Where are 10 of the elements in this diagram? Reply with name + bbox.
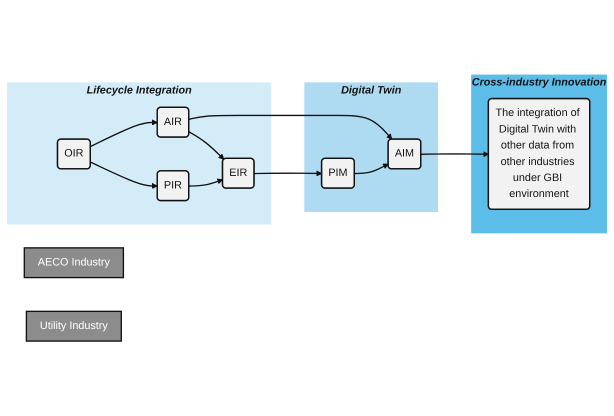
node-box: AECO Industry: [24, 247, 124, 278]
arrow: [90, 162, 158, 189]
arrow: [188, 114, 392, 140]
arrow: [189, 178, 224, 187]
arrow: [188, 131, 224, 160]
node-box: Utility Industry: [26, 310, 122, 342]
arrow: [421, 151, 489, 158]
arrow: [254, 170, 322, 176]
arrow: [90, 119, 158, 148]
arrow: [354, 164, 389, 174]
